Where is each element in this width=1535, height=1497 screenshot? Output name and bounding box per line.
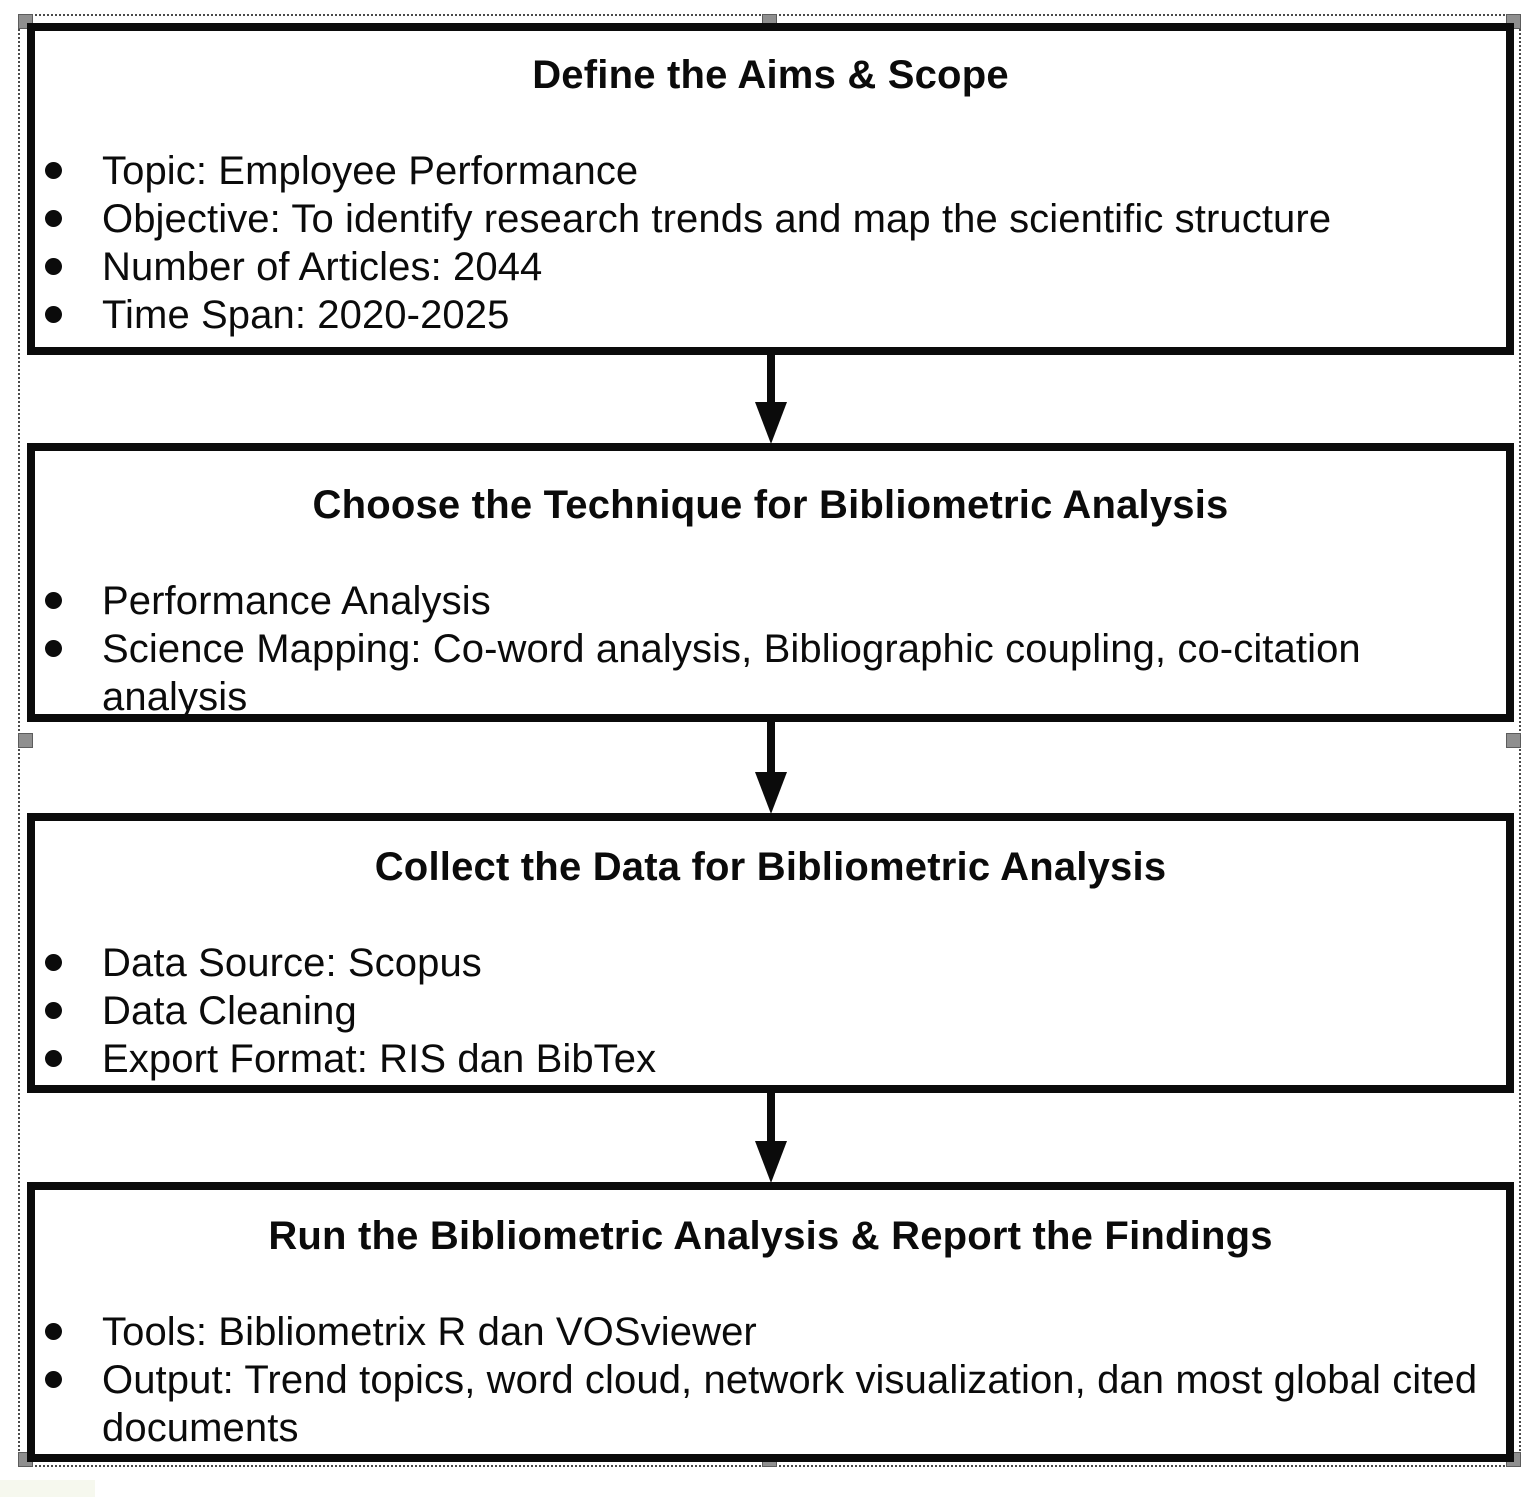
- bullet-list: Data Source: Scopus Data Cleaning Export…: [35, 939, 1506, 1083]
- box-run-analysis-report: Run the Bibliometric Analysis & Report t…: [27, 1182, 1514, 1462]
- box-choose-technique: Choose the Technique for Bibliometric An…: [27, 443, 1514, 722]
- list-item: Topic: Employee Performance: [35, 147, 1506, 195]
- box-title: Run the Bibliometric Analysis & Report t…: [268, 1214, 1273, 1258]
- box-title: Choose the Technique for Bibliometric An…: [312, 483, 1229, 527]
- box-define-aims-scope: Define the Aims & Scope Topic: Employee …: [27, 23, 1514, 355]
- list-item: Objective: To identify research trends a…: [35, 195, 1506, 243]
- bullet-list: Tools: Bibliometrix R dan VOSviewer Outp…: [35, 1308, 1506, 1452]
- list-item: Tools: Bibliometrix R dan VOSviewer: [35, 1308, 1506, 1356]
- arrow-shaft: [767, 719, 775, 776]
- box-title: Define the Aims & Scope: [532, 53, 1009, 97]
- resize-handle-middle-right[interactable]: [1506, 732, 1521, 748]
- arrow-shaft: [767, 352, 775, 406]
- down-arrow: [755, 1090, 787, 1183]
- bullet-list: Topic: Employee Performance Objective: T…: [35, 147, 1506, 339]
- arrow-head-icon: [755, 402, 787, 444]
- list-item: Time Span: 2020-2025: [35, 291, 1506, 339]
- list-item: Data Source: Scopus: [35, 939, 1506, 987]
- list-item: Science Mapping: Co-word analysis, Bibli…: [35, 625, 1506, 721]
- scan-artifact: [0, 1480, 95, 1497]
- down-arrow: [755, 719, 787, 814]
- list-item: Performance Analysis: [35, 577, 1506, 625]
- list-item: Export Format: RIS dan BibTex: [35, 1035, 1506, 1083]
- down-arrow: [755, 352, 787, 444]
- arrow-head-icon: [755, 1141, 787, 1183]
- list-item: Output: Trend topics, word cloud, networ…: [35, 1356, 1506, 1452]
- list-item: Data Cleaning: [35, 987, 1506, 1035]
- box-collect-data: Collect the Data for Bibliometric Analys…: [27, 813, 1514, 1093]
- arrow-head-icon: [755, 772, 787, 814]
- box-title: Collect the Data for Bibliometric Analys…: [374, 845, 1167, 889]
- bullet-list: Performance Analysis Science Mapping: Co…: [35, 577, 1506, 721]
- list-item: Number of Articles: 2044: [35, 243, 1506, 291]
- resize-handle-middle-left[interactable]: [18, 732, 33, 748]
- arrow-shaft: [767, 1090, 775, 1145]
